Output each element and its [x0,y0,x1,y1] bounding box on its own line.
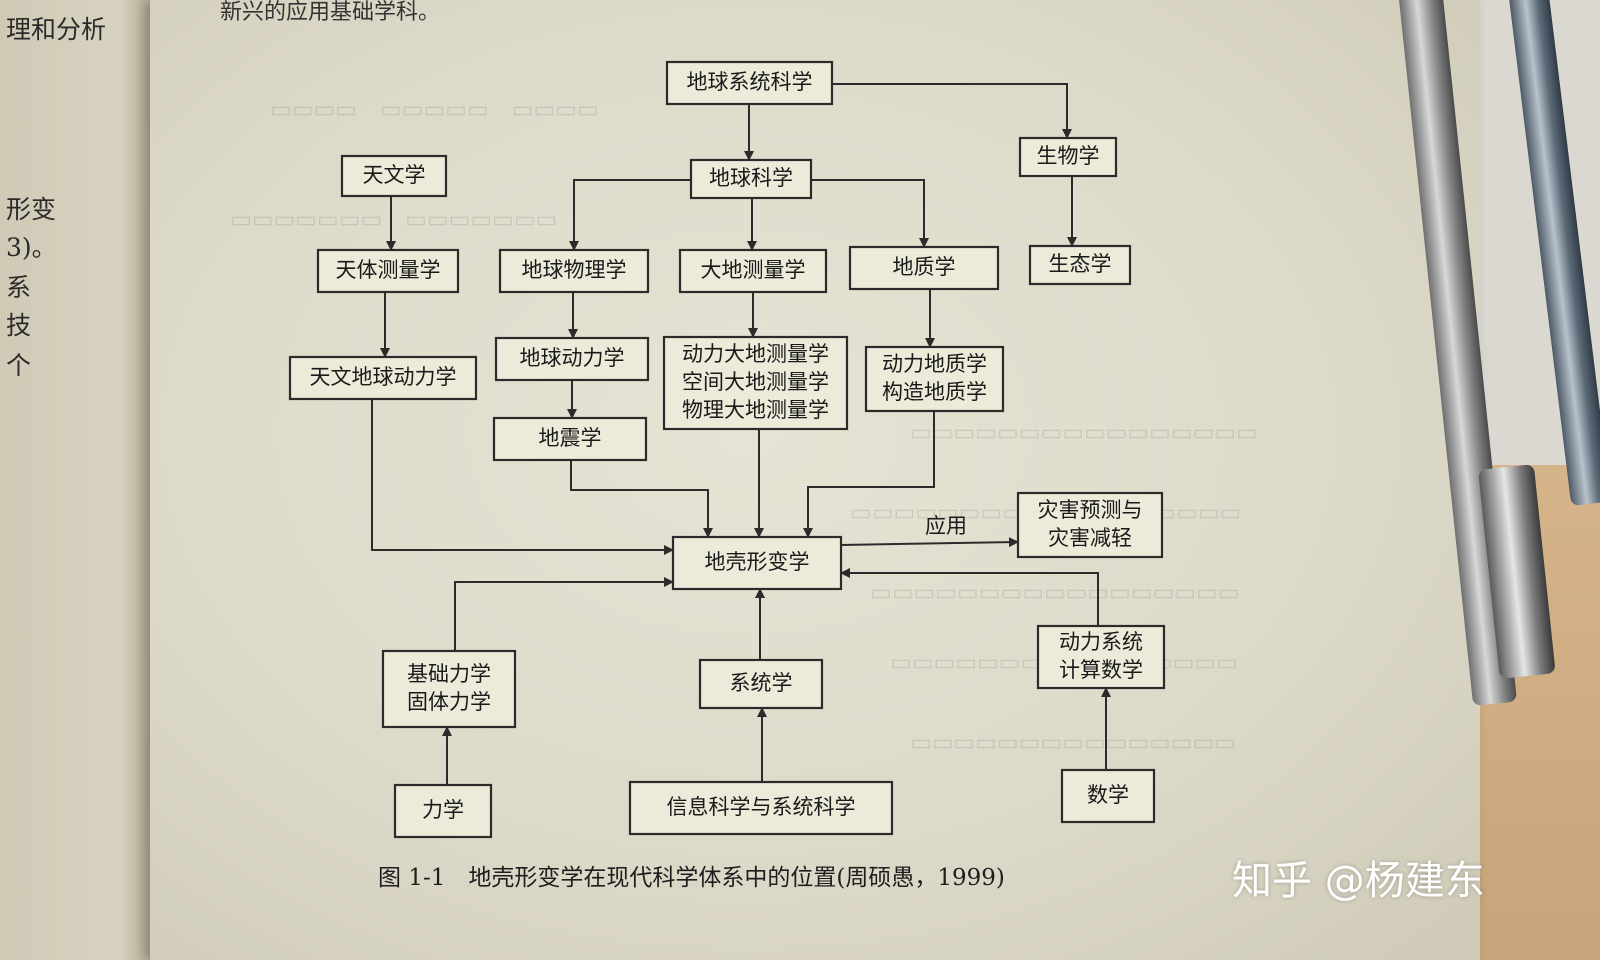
edge-crustal-to-disaster [840,537,1019,548]
node-label: 数学 [1087,783,1129,807]
node-label: 地质学 [893,255,956,279]
left-page-line: 3)。 [6,233,57,262]
node-label: 构造地质学 [882,380,987,404]
edge-earth-sci-to-geophysics [569,179,691,251]
diagram-node-geology: 地质学 [848,245,1000,291]
node-box [698,658,824,710]
node-label: 生物学 [1037,144,1100,168]
node-box [665,60,834,106]
node-box [628,780,894,836]
left-page-line: 个 [6,351,32,380]
node-box [689,158,813,200]
node-label: 天体测量学 [336,258,441,282]
diagram-edges [371,83,1111,785]
page-top-text: 新兴的应用基础学科。 [220,0,441,25]
diagram-node-astronomy: 天文学 [340,154,448,198]
figure-caption: 图 1-1 地壳形变学在现代科学体系中的位置(周硕愚，1999) [378,865,1005,891]
diagram-node-crustal: 地壳形变学 [671,535,843,591]
node-label: 固体力学 [407,690,491,714]
node-box [288,355,478,401]
diagram-node-seismology: 地震学 [492,416,648,462]
node-label: 物理大地测量学 [682,398,829,422]
node-label: 灾害预测与 [1038,498,1143,522]
node-label: 基础力学 [407,662,491,686]
diagram-node-info-sci: 信息科学与系统科学 [628,780,894,836]
diagram-node-systems: 系统学 [698,658,824,710]
edge-astro-geodyn-to-crustal [371,399,674,555]
node-box [393,783,493,839]
left-page: 理和分析 形变 3)。 系 技 个 [0,0,168,960]
node-label: 计算数学 [1059,658,1143,682]
application-label: 应用 [925,514,967,538]
node-label: 生态学 [1049,252,1112,276]
zhihu-watermark: 知乎 @杨建东 [1232,858,1485,904]
edge-seismology-to-crustal [570,460,713,538]
node-box [381,649,517,729]
node-box [1028,244,1132,286]
node-box [1018,136,1118,178]
node-label: 天文地球动力学 [310,365,457,389]
node-label: 地球系统科学 [687,70,813,94]
edge-earth-sci-to-geology [811,179,929,248]
node-label: 地球物理学 [522,258,627,282]
left-page-line: 形变 [6,195,57,224]
diagram-node-geophysics: 地球物理学 [498,248,650,294]
node-label: 大地测量学 [701,258,806,282]
node-box [340,154,448,198]
diagram-node-geodesy: 大地测量学 [678,248,828,294]
left-page-line: 系 [6,273,32,302]
diagram-node-celestial: 天体测量学 [316,248,460,294]
node-box [848,245,1000,291]
node-label: 地球动力学 [520,346,625,370]
diagram-node-ecology: 生态学 [1028,244,1132,286]
edge-dyn-math-to-crustal [840,568,1099,626]
node-box [1060,768,1156,824]
diagram-node-math: 数学 [1060,768,1156,824]
node-label: 地球科学 [709,166,793,190]
left-page-line: 理和分析 [6,15,107,44]
node-label: 动力系统 [1059,630,1143,654]
node-label: 力学 [422,798,464,822]
left-page-line: 技 [6,311,32,340]
node-box [494,336,650,382]
node-box [498,248,650,294]
node-label: 空间大地测量学 [682,370,829,394]
node-box [1016,491,1164,559]
node-label: 灾害减轻 [1048,526,1132,550]
diagram-node-geodynamics: 地球动力学 [494,336,650,382]
node-box [864,345,1005,413]
node-box [662,335,849,431]
node-label: 动力地质学 [882,352,987,376]
node-box [1036,624,1166,690]
diagram-node-earth-sci: 地球科学 [689,158,813,200]
node-label: 天文学 [363,163,426,187]
node-label: 信息科学与系统科学 [667,795,856,819]
edge-dyn-geology-to-crustal [803,411,935,538]
node-box [671,535,843,591]
node-label: 系统学 [730,671,793,695]
diagram-node-earth-sys: 地球系统科学 [665,60,834,106]
diagram-node-mechanics: 力学 [393,783,493,839]
node-label: 地震学 [539,426,602,450]
node-label: 地壳形变学 [705,550,810,574]
node-box [678,248,828,294]
node-box [492,416,648,462]
diagram-node-biology: 生物学 [1018,136,1118,178]
node-box [316,248,460,294]
edge-mechanics-basic-to-crustal [454,577,674,651]
node-label: 动力大地测量学 [682,342,829,366]
diagram-node-astro-geodyn: 天文地球动力学 [288,355,478,401]
edge-earth-sys-to-biology [832,83,1072,139]
